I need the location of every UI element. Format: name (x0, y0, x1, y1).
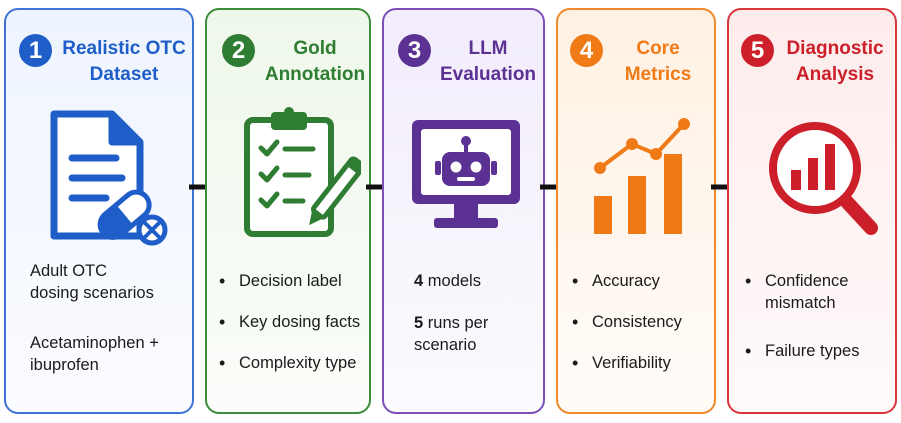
bullet-decision-label: Decision label (219, 270, 342, 292)
step-3-badge: 3 (398, 34, 431, 67)
dataset-drugs: Acetaminophen + ibuprofen (30, 334, 159, 374)
step-1-badge: 1 (19, 34, 52, 67)
bullet-key-dosing-facts: Key dosing facts (219, 311, 360, 333)
bullet-confidence-mismatch: Confidence mismatch (745, 270, 848, 314)
step-2-badge: 2 (222, 34, 255, 67)
bullet-accuracy: Accuracy (572, 270, 660, 292)
step-4-badge: 4 (570, 34, 603, 67)
robot-monitor-icon (412, 120, 520, 228)
step-2-title: Gold Annotation (264, 38, 366, 85)
document-pill-icon (50, 110, 168, 246)
step-3-title: LLM Evaluation (439, 38, 537, 85)
step-5-title: Diagnostic Analysis (786, 38, 884, 85)
stat-runs-per-scenario: 5 runs per scenario (414, 314, 489, 354)
dataset-description: Adult OTC dosing scenarios (30, 262, 154, 302)
bullet-complexity-type: Complexity type (219, 352, 356, 374)
bullet-consistency: Consistency (572, 311, 682, 333)
step-4-panel: 4 Core Metrics Accuracy Consistency Veri… (556, 8, 716, 414)
bullet-failure-types: Failure types (745, 340, 859, 362)
magnifier-chart-icon (769, 122, 878, 235)
step-5-panel: 5 Diagnostic Analysis Confidence mismatc… (727, 8, 897, 414)
step-1-panel: 1 Realistic OTC Dataset Adult OTC dosing… (4, 8, 194, 414)
step-5-badge: 5 (741, 34, 774, 67)
bar-chart-trend-icon (594, 118, 690, 234)
step-4-title: Core Metrics (624, 38, 692, 85)
step-1-title: Realistic OTC Dataset (62, 38, 186, 85)
step-3-panel: 3 LLM Evaluation 4 models 5 runs per sce… (382, 8, 545, 414)
step-2-panel: 2 Gold Annotation Decision label Key dos… (205, 8, 371, 414)
clipboard-checklist-icon (244, 107, 361, 237)
bullet-verifiability: Verifiability (572, 352, 671, 374)
stat-models: 4 models (414, 272, 481, 290)
